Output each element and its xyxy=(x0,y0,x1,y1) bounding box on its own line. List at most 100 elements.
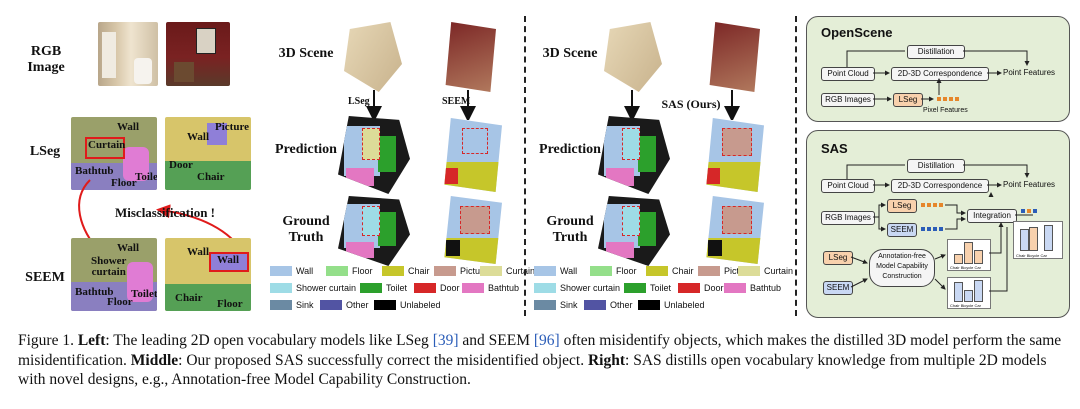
caption-left-bold: Left xyxy=(77,332,106,349)
sas-mini-chart-seem: Chair Bicycle Car xyxy=(947,277,991,309)
sas-pred-room xyxy=(706,118,764,192)
caption-left-text-1: : The leading 2D open vocabulary models … xyxy=(105,332,433,349)
caption-right-text: : SAS distills open vocabulary knowledge… xyxy=(18,351,1047,389)
sas-capability-construction: Annotation-free Model Capability Constru… xyxy=(869,249,935,287)
legend-door: Door xyxy=(414,283,460,293)
sas-legend-door-label: Door xyxy=(704,283,724,293)
mid-prediction-label: Prediction xyxy=(275,142,337,157)
openscene-rgb-images: RGB Images xyxy=(821,93,875,107)
sas-scene-label: 3D Scene xyxy=(542,46,598,61)
sas-legend-toilet-label: Toilet xyxy=(650,283,672,293)
sas-legend-wall-label: Wall xyxy=(560,266,578,276)
lseg-a-tag-curtain: Curtain xyxy=(88,139,126,151)
mid-scene-room xyxy=(445,22,496,92)
rgb-image-bathroom xyxy=(98,22,158,86)
legend-door-swatch xyxy=(414,283,436,293)
lseg-a-tag-wall: Wall xyxy=(117,121,140,133)
mini-seem-car: Car xyxy=(974,303,981,308)
mid-gt-bathroom xyxy=(338,196,410,266)
caption-left-text-2: and SEEM xyxy=(458,332,534,349)
sas-legend-floor-label: Floor xyxy=(616,266,637,276)
sas-legend-bathtub: Bathtub xyxy=(724,283,781,293)
mini-comb-bicycle: Bicycle xyxy=(1026,253,1040,258)
sas-legend-wall: Wall xyxy=(534,266,577,276)
figure-caption: Figure 1. Left: The leading 2D open voca… xyxy=(18,331,1066,390)
legend-sink-swatch xyxy=(270,300,292,310)
sas-panel: SAS Distillation Point Cloud 2D-3D Corre… xyxy=(806,130,1070,318)
sas-legend-curtain-label: Curtain xyxy=(764,266,794,276)
sas-title: SAS xyxy=(821,141,848,156)
mid-gt-room xyxy=(444,196,502,264)
sas-legend-picture-swatch xyxy=(698,266,720,276)
sas-legend-shower-curtain: Shower curtain xyxy=(534,283,620,293)
sas-legend-shower-curtain-swatch xyxy=(534,283,556,293)
citation-seem[interactable]: [96] xyxy=(533,332,560,349)
sas-point-cloud: Point Cloud xyxy=(821,179,875,193)
sas-arrows xyxy=(846,164,1037,292)
openscene-lseg: LSeg xyxy=(893,93,923,107)
openscene-title: OpenScene xyxy=(821,25,893,40)
seem-seg-room: Wall Wall Chair Floor xyxy=(165,238,251,311)
mid-arrow-label-lseg: LSeg xyxy=(348,96,370,107)
legend-bathtub-swatch xyxy=(462,283,484,293)
legend-toilet-label: Toilet xyxy=(386,283,408,293)
mini-lseg-car: Car xyxy=(974,265,981,270)
legend-other-label: Other xyxy=(346,300,369,310)
sas-point-features: Point Features xyxy=(1003,180,1056,189)
legend-curtain-swatch xyxy=(480,266,502,276)
sas-scene-bathroom xyxy=(604,22,662,92)
mini-comb-chair: Chair xyxy=(1016,253,1026,258)
sas-legend-other-swatch xyxy=(584,300,606,310)
sas-legend: Wall Floor Chair Picture Curtain Shower … xyxy=(534,266,793,316)
legend-floor: Floor xyxy=(326,266,373,276)
sas-legend-wall-swatch xyxy=(534,266,556,276)
sas-seem: SEEM xyxy=(887,223,917,237)
seem-seg-bathroom: Wall Shower curtain Bathtub Floor Toilet xyxy=(71,238,157,311)
sas-arrows xyxy=(624,90,740,120)
sas-legend-sink: Sink xyxy=(534,300,578,310)
lseg-b-tag-chair: Chair xyxy=(197,171,225,183)
sas-legend-bathtub-label: Bathtub xyxy=(750,283,782,293)
sas-gt-room xyxy=(706,196,764,264)
mini-seem-chair: Chair xyxy=(950,303,960,308)
sas-legend-other-label: Other xyxy=(610,300,633,310)
sas-mini-lseg-labels: Chair Bicycle Car xyxy=(950,265,981,270)
caption-left-text-3: often misidentify objects, which makes t… xyxy=(18,332,1062,369)
legend-wall-label: Wall xyxy=(296,266,314,276)
mid-pred-room xyxy=(444,118,502,192)
legend-bathtub: Bathtub xyxy=(462,283,519,293)
seem-a-tag-bathtub: Bathtub xyxy=(75,286,114,298)
sas-integration: Integration xyxy=(967,209,1017,223)
sas-legend-sink-label: Sink xyxy=(560,300,578,310)
sas-legend-curtain-swatch xyxy=(738,266,760,276)
sas-legend-shower-curtain-label: Shower curtain xyxy=(560,283,621,293)
sas-prediction-label: Prediction xyxy=(539,142,601,157)
sas-legend-chair-label: Chair xyxy=(672,266,694,276)
mid-pred-bathroom xyxy=(338,116,410,194)
mid-arrows xyxy=(366,90,476,120)
caption-prefix: Figure 1. xyxy=(18,332,78,349)
sas-mini-combined-labels: Chair Bicycle Car xyxy=(1016,253,1047,258)
citation-lseg[interactable]: [39] xyxy=(432,332,459,349)
rgb-image-label: RGB Image xyxy=(27,44,65,75)
seem-a-tag-floor: Floor xyxy=(107,296,133,308)
sas-legend-other: Other xyxy=(584,300,633,310)
mini-lseg-chair: Chair xyxy=(950,265,960,270)
legend-curtain-label: Curtain xyxy=(506,266,536,276)
lseg-b-tag-wall: Wall xyxy=(187,131,210,143)
sas-legend-unlabeled: Unlabeled xyxy=(638,300,705,310)
legend-sink-label: Sink xyxy=(296,300,314,310)
seem-b-tag-wall: Wall xyxy=(187,246,210,258)
mid-gt-label: Ground Truth xyxy=(282,214,330,245)
sas-correspondence: 2D-3D Correspondence xyxy=(891,179,989,193)
sas-legend-unlabeled-swatch xyxy=(638,300,660,310)
sas-legend-curtain: Curtain xyxy=(738,266,793,276)
legend-chair-label: Chair xyxy=(408,266,430,276)
rgb-image-room xyxy=(166,22,230,86)
openscene-panel: OpenScene Distillation Point Cloud 2D-3D… xyxy=(806,16,1070,122)
lseg-b-tag-picture: Picture xyxy=(215,121,250,133)
openscene-distillation: Distillation xyxy=(907,45,965,59)
separator-right xyxy=(795,16,797,316)
openscene-point-features: Point Features xyxy=(1003,68,1056,77)
seem-row-label: SEEM xyxy=(25,270,65,285)
